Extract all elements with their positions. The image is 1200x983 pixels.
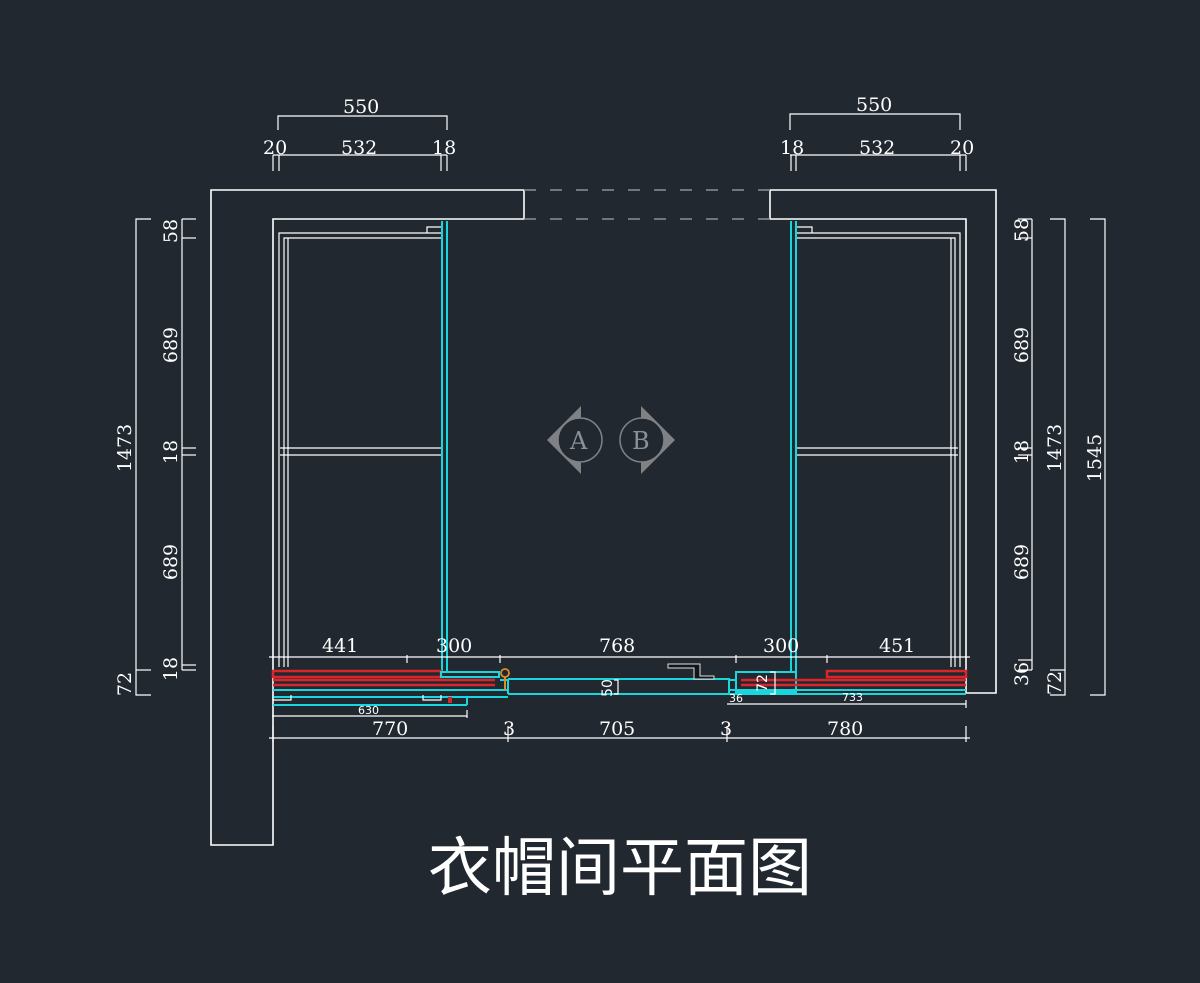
dim-right-panel: 733 — [842, 691, 863, 704]
dim-top-right-part: 20 — [950, 137, 974, 159]
dim-bottom-lower: 770 — [372, 718, 408, 740]
dim-right-bottom-extra: 72 — [1044, 671, 1066, 695]
dim-top-right-part: 532 — [859, 137, 895, 159]
drawing-title: 衣帽间平面图 — [428, 832, 812, 906]
dim-top-left-part: 532 — [341, 137, 377, 159]
dim-left-part: 58 — [160, 219, 182, 243]
section-label-b: B — [632, 427, 650, 455]
dim-top-right-overall: 550 — [856, 94, 892, 116]
dim-left-part: 689 — [160, 327, 182, 363]
dim-right-part: 58 — [1011, 218, 1033, 242]
dim-left-overall: 1473 — [114, 424, 136, 472]
dim-right-depth: 72 — [755, 674, 771, 692]
dim-right-mid-overall: 1473 — [1044, 424, 1066, 472]
left-cabinet — [278, 221, 448, 672]
dim-bottom-upper: 441 — [322, 635, 358, 657]
dim-right-part: 18 — [1011, 440, 1033, 464]
dim-left-part: 689 — [160, 544, 182, 580]
dim-bottom-lower: 3 — [720, 718, 732, 740]
section-label-a: A — [569, 427, 588, 455]
door-handle-icon — [667, 663, 715, 680]
dim-left-part: 18 — [160, 440, 182, 464]
right-dimensions: 58 689 18 689 36 1473 72 1545 — [1011, 218, 1106, 696]
top-opening — [524, 189, 770, 220]
dim-right-overall: 1545 — [1084, 434, 1106, 482]
sliding-door-tracks — [271, 669, 968, 706]
dim-left-panel: 630 — [358, 704, 379, 717]
bottom-lower-dimensions: 770 3 705 3 780 — [269, 718, 970, 742]
dim-top-left-part: 20 — [263, 137, 287, 159]
dim-right-gap: 36 — [729, 692, 743, 705]
dim-left-part: 18 — [160, 657, 182, 681]
hinge-icon — [500, 668, 510, 690]
dim-left-bottom-extra: 72 — [114, 672, 136, 696]
small-dimensions: 630 733 50 72 36 — [272, 671, 967, 718]
dim-bottom-upper: 300 — [763, 635, 799, 657]
dim-right-part: 36 — [1011, 662, 1033, 686]
dim-bottom-upper: 768 — [599, 635, 635, 657]
dim-bottom-lower: 3 — [503, 718, 515, 740]
right-cabinet — [790, 221, 961, 672]
dim-top-right-part: 18 — [780, 137, 804, 159]
dim-bottom-upper: 300 — [436, 635, 472, 657]
dim-center-depth: 50 — [600, 679, 616, 697]
left-dimensions: 1473 72 58 689 18 689 18 — [114, 218, 196, 696]
dim-bottom-upper: 451 — [879, 635, 915, 657]
dim-right-part: 689 — [1011, 544, 1033, 580]
dim-right-part: 689 — [1011, 327, 1033, 363]
section-marker-b: B — [619, 406, 675, 474]
bottom-upper-dimensions: 441 300 768 300 451 — [269, 635, 970, 663]
dim-top-left-part: 18 — [432, 137, 456, 159]
dim-bottom-lower: 705 — [599, 718, 635, 740]
section-marker-a: A — [547, 406, 603, 474]
outer-walls — [210, 189, 997, 846]
top-left-dimensions: 550 20 532 18 — [263, 96, 456, 171]
dim-bottom-lower: 780 — [827, 718, 863, 740]
top-right-dimensions: 550 18 532 20 — [780, 94, 974, 171]
dim-top-left-overall: 550 — [343, 96, 379, 118]
